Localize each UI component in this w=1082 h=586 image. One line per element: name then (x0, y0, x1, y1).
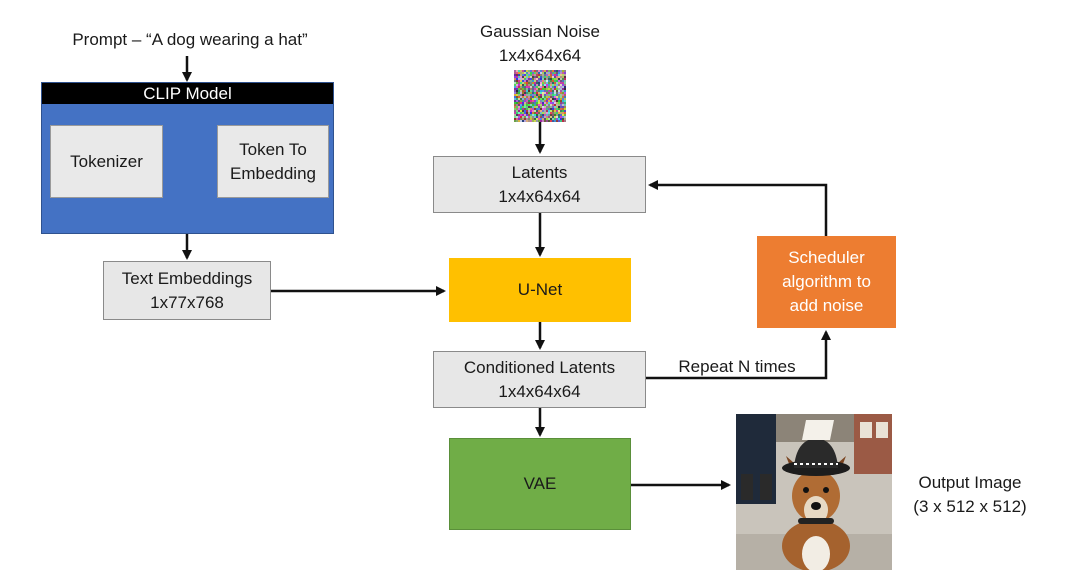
gaussian-noise-image (514, 70, 566, 122)
token-to-embedding-box: Token To Embedding (217, 125, 329, 198)
prompt-label: Prompt – “A dog wearing a hat” (72, 30, 308, 49)
clip-model-block: CLIP Model Tokenizer Token To Embedding (41, 82, 334, 234)
clip-model-title: CLIP Model (42, 83, 333, 104)
latents-shape: 1x4x64x64 (498, 186, 581, 206)
repeat-label: Repeat N times (678, 357, 796, 376)
latents-box: Latents 1x4x64x64 (433, 156, 646, 213)
conditioned-latents-box: Conditioned Latents 1x4x64x64 (433, 351, 646, 408)
token-to-embedding-line1: Token To (239, 139, 307, 159)
conditioned-latents-shape: 1x4x64x64 (498, 381, 581, 401)
token-to-embedding-line2: Embedding (229, 163, 316, 183)
unet-box: U-Net (449, 258, 631, 322)
scheduler-line2: algorithm to (782, 272, 871, 291)
gaussian-noise-label: Gaussian Noise (479, 22, 600, 41)
text-embeddings-box: Text Embeddings 1x77x768 (103, 261, 271, 320)
scheduler-line1: Scheduler (788, 248, 865, 267)
output-image-shape: (3 x 512 x 512) (913, 497, 1027, 516)
gaussian-noise-shape: 1x4x64x64 (498, 46, 582, 65)
latents-label: Latents (511, 162, 568, 182)
output-image-label: Output Image (918, 473, 1022, 492)
tokenizer-box: Tokenizer (50, 125, 163, 198)
conditioned-latents-label: Conditioned Latents (463, 357, 616, 377)
arrow-scheduler-to-latents (648, 180, 828, 236)
unet-label: U-Net (517, 280, 563, 299)
arrow-conditioned-to-scheduler (646, 330, 831, 380)
output-image (736, 414, 892, 570)
scheduler-box: Scheduler algorithm to add noise (757, 236, 896, 328)
text-embeddings-label: Text Embeddings (121, 268, 253, 288)
text-embeddings-shape: 1x77x768 (150, 292, 224, 312)
tokenizer-label: Tokenizer (70, 151, 143, 171)
scheduler-line3: add noise (789, 296, 864, 315)
vae-box: VAE (449, 438, 631, 530)
vae-label: VAE (523, 474, 557, 493)
